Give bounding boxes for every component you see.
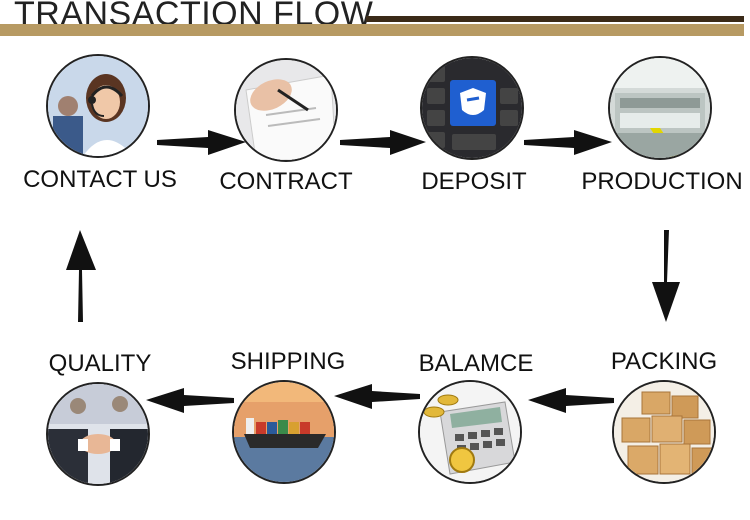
customer-service-photo-icon (46, 54, 150, 158)
step-label-packing: PACKING (610, 348, 718, 375)
arrow-shipping-to-quality (146, 388, 234, 413)
handshake-photo-icon (46, 382, 150, 486)
title-rule-gold (0, 24, 744, 36)
arrow-packing-to-balamce (528, 388, 614, 413)
step-label-shipping: SHIPPING (230, 348, 346, 375)
signing-contract-photo-icon (234, 58, 338, 162)
calculator-coins-photo-icon (418, 380, 522, 484)
step-label-contract: CONTRACT (219, 168, 353, 195)
arrow-deposit-to-production (524, 130, 612, 155)
cardboard-boxes-photo-icon (612, 380, 716, 484)
step-label-contact-us: CONTACT US (23, 166, 177, 193)
keyboard-shield-key-photo-icon (420, 56, 524, 160)
arrow-production-to-packing (652, 230, 680, 322)
step-label-production: PRODUCTION (581, 168, 743, 195)
arrow-contract-to-deposit (340, 130, 426, 155)
arrow-quality-to-contact (66, 230, 96, 322)
factory-machine-photo-icon (608, 56, 712, 160)
title-rule-dark (366, 16, 744, 22)
step-label-balamce: BALAMCE (418, 350, 534, 377)
step-label-deposit: DEPOSIT (421, 168, 527, 195)
arrow-balamce-to-shipping (334, 384, 420, 409)
cargo-ship-photo-icon (232, 380, 336, 484)
step-label-quality: QUALITY (48, 350, 152, 377)
arrow-contact-to-contract (157, 130, 246, 155)
